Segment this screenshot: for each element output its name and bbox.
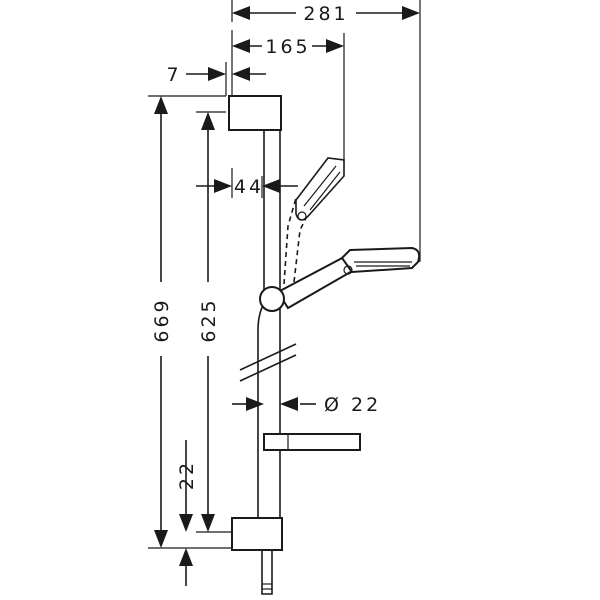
bottom-wall-bracket (231, 517, 283, 551)
arrow-head (232, 6, 250, 20)
arrow-head (208, 67, 226, 81)
dimension-669: 669 (148, 95, 232, 549)
arrow-head (214, 179, 232, 193)
dimension-281-label: 281 (303, 3, 348, 25)
dimension-669-label: 669 (151, 297, 173, 342)
top-wall-bracket (228, 95, 282, 131)
arrow-head (402, 6, 420, 20)
dimension-44: 44 (196, 168, 298, 198)
arrow-head (154, 530, 168, 548)
dimension-625-label: 625 (198, 297, 220, 342)
dimension-44-label: 44 (234, 176, 264, 198)
arrow-head (280, 397, 298, 411)
handshower (276, 246, 421, 310)
arrow-head (326, 39, 344, 53)
dimension-625: 625 (196, 111, 232, 533)
dimension-165-label: 165 (265, 36, 310, 58)
arrow-head (246, 397, 264, 411)
arrow-head (179, 548, 193, 566)
hose-connector (261, 550, 273, 595)
arrow-head (232, 67, 250, 81)
arrow-head (154, 96, 168, 114)
break-marks (239, 343, 297, 382)
dimension-rail-diameter-label: Ø 22 (324, 394, 381, 416)
dimension-rail-diameter: Ø 22 (232, 394, 381, 416)
arrow-head (232, 39, 250, 53)
dimension-7: 7 (166, 62, 266, 96)
dimension-22-bottom-label: 22 (176, 460, 198, 490)
arrow-head (201, 514, 215, 532)
slider-knob (259, 286, 285, 312)
dimension-22-bottom: 22 (176, 440, 198, 586)
arrow-head (201, 112, 215, 130)
dimension-7-label: 7 (166, 64, 181, 86)
dimension-165: 165 (231, 30, 345, 162)
arrow-head (179, 514, 193, 532)
arrow-head (262, 179, 280, 193)
soap-dish (263, 433, 361, 451)
dimension-281: 281 (231, 0, 421, 262)
handshower-tilted-position (283, 157, 345, 285)
